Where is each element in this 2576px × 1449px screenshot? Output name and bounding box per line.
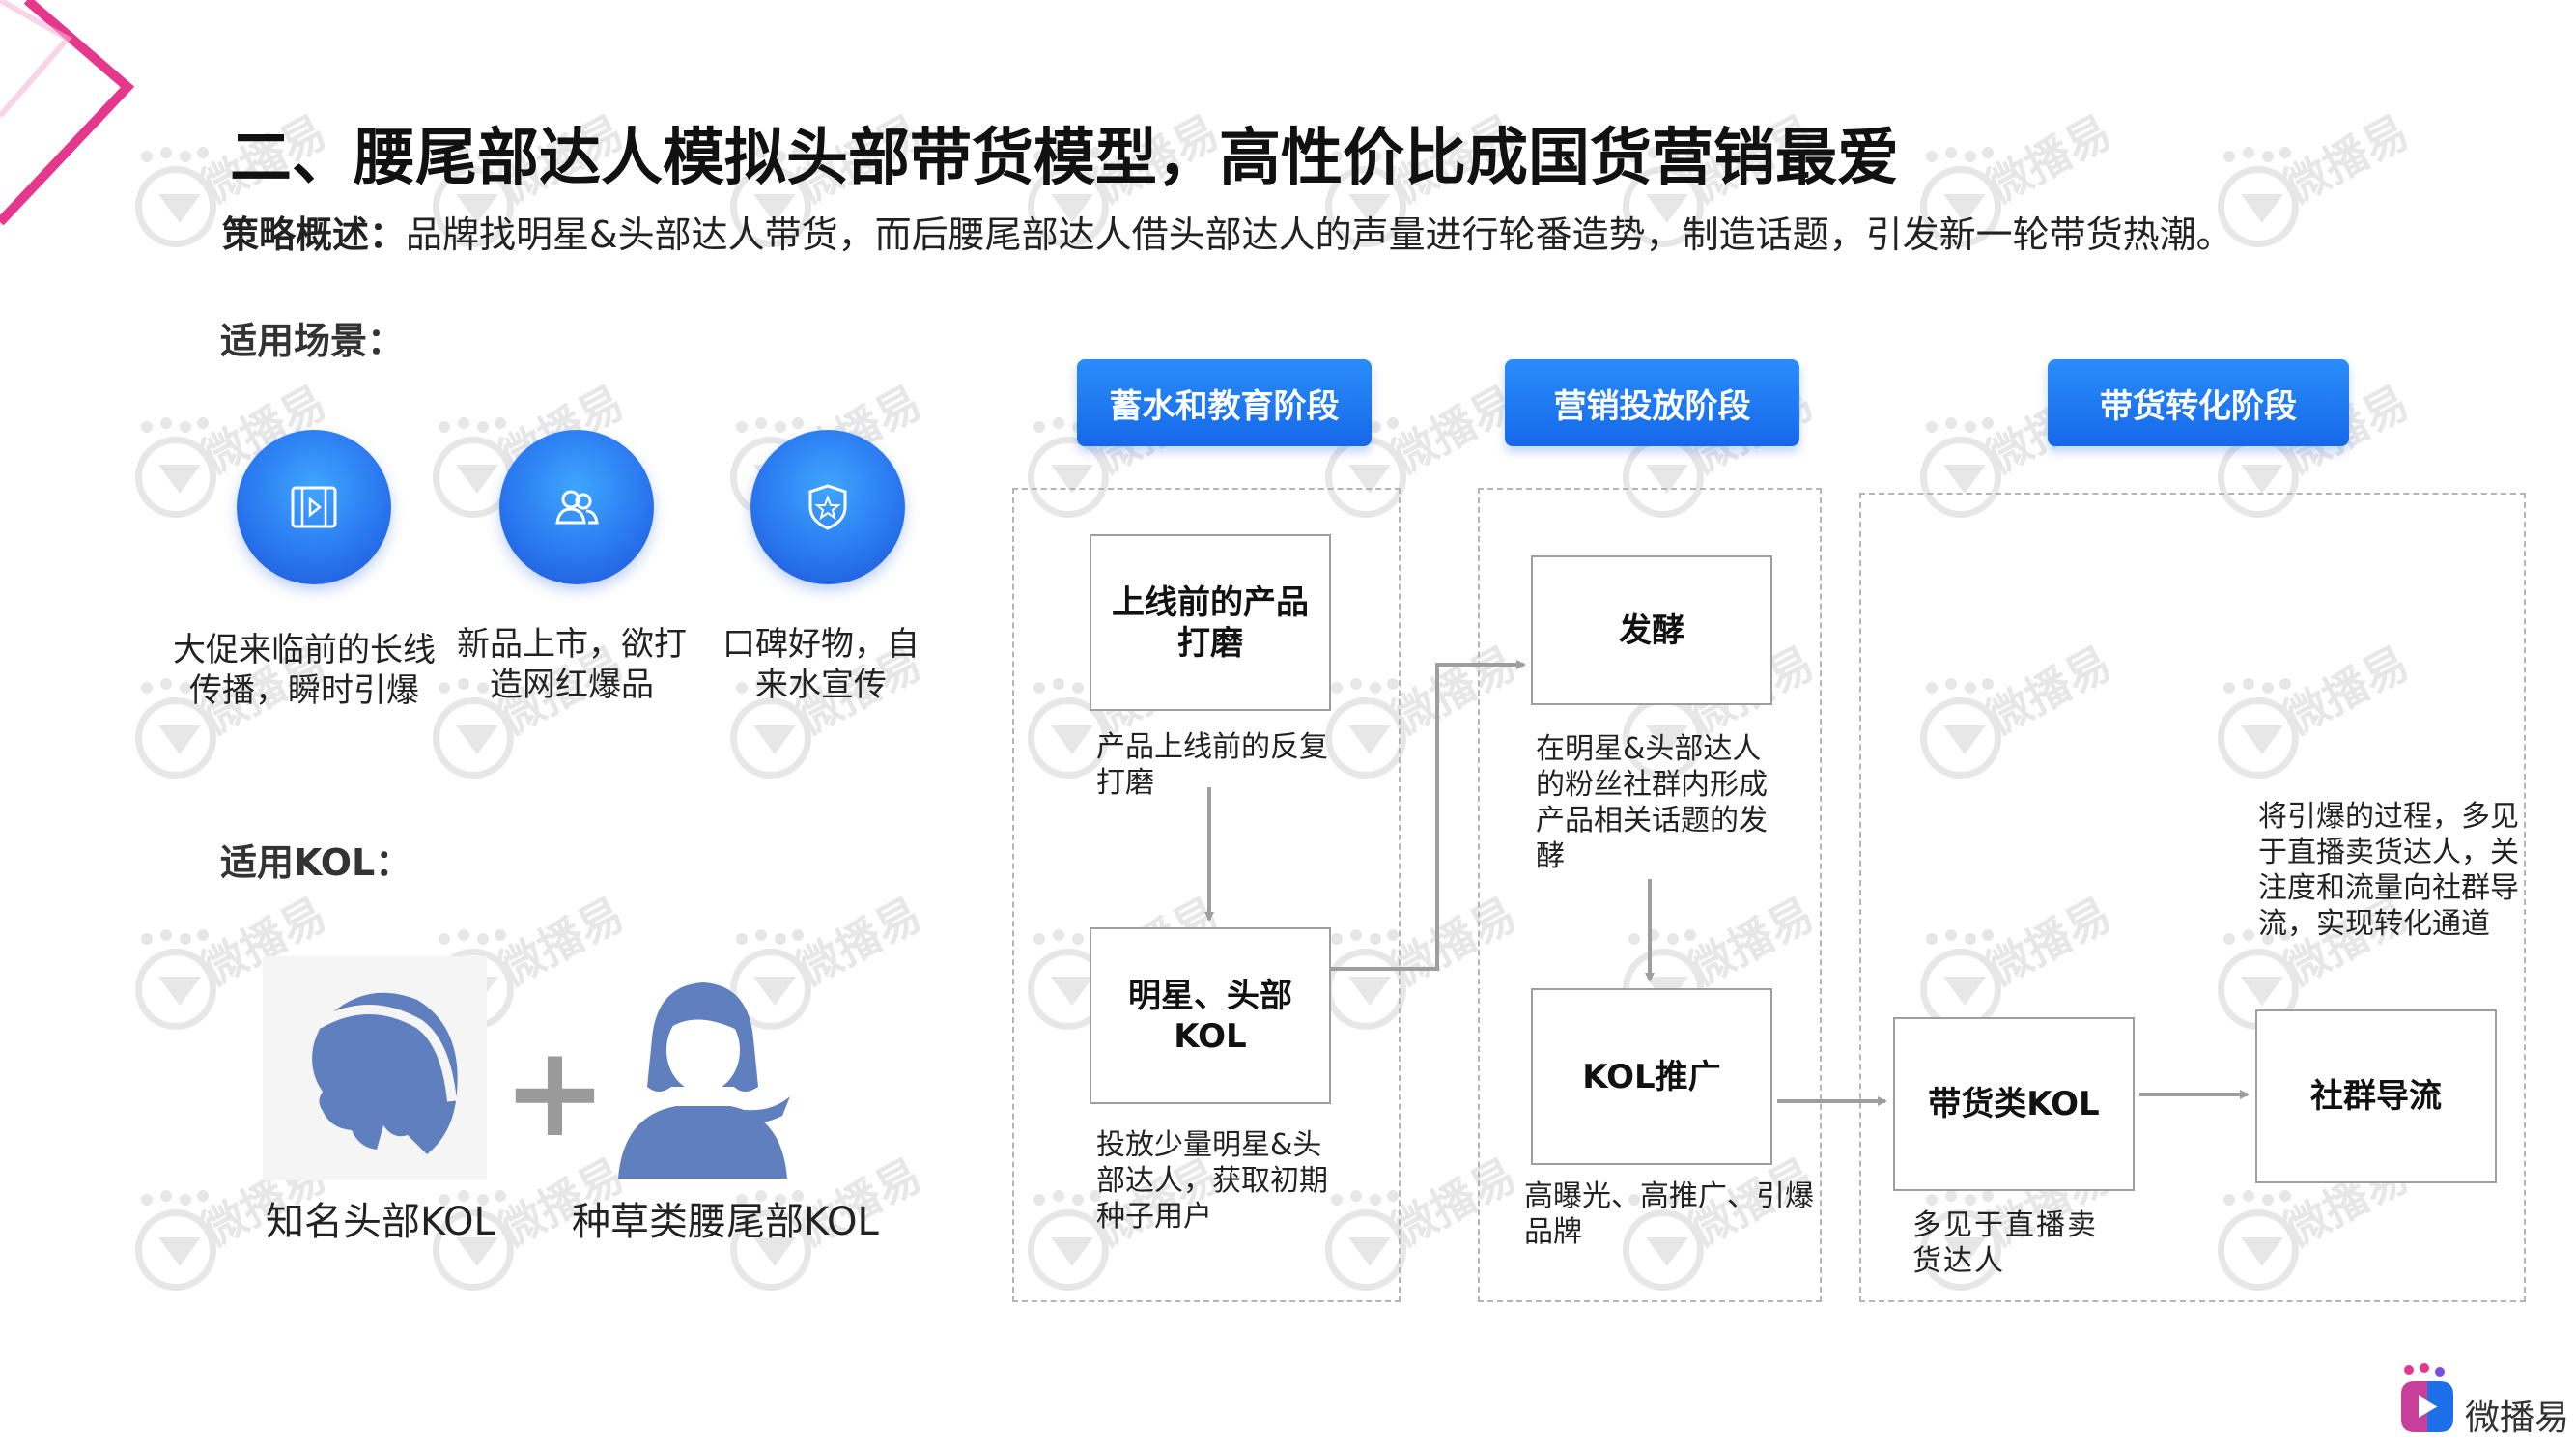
stage-badge-2: 营销投放阶段 [1505,359,1799,446]
node-product-polish: 上线前的产品打磨 [1090,534,1331,711]
node-ferment: 发酵 [1531,555,1772,705]
tail-kol-image [599,971,802,1183]
node-sales-kol-label: 带货类KOL [1928,1085,2100,1123]
node-kol-promo-label: KOL推广 [1582,1057,1721,1096]
node-community-label: 社群导流 [2310,1077,2442,1116]
kol-label: 适用KOL： [220,841,412,884]
video-icon [291,486,337,528]
stage-container-2 [1478,488,1822,1302]
arrow-star-to-ferment [1331,660,1526,971]
node-star-kol-label: 明星、头部KOL [1128,976,1292,1056]
logo-icon [2401,1363,2453,1432]
node-ferment-label: 发酵 [1619,611,1684,650]
node-kol-promo: KOL推广 [1531,988,1772,1165]
stage-container-1 [1012,488,1401,1302]
head-kol-caption: 知名头部KOL [266,1200,495,1244]
strategy-summary-label: 策略概述： [222,213,407,256]
strategy-summary: 策略概述：品牌找明星&头部达人带货，而后腰尾部达人借头部达人的声量进行轮番造势，… [222,205,2233,258]
node-star-kol: 明星、头部KOL [1090,927,1331,1104]
brand-logo: 微播易 [2395,1362,2569,1439]
node-community-desc: 将引爆的过程，多见于直播卖货达人，关注度和流量向社群导流，实现转化通道 [2258,800,2519,941]
woman-person-icon [618,982,790,1179]
scene-text-2: 新品上市，欲打造网红爆品 [457,625,687,704]
tail-kol-caption: 种草类腰尾部KOL [572,1200,879,1244]
scenes-label: 适用场景： [220,320,405,362]
chevron-decoration [0,0,135,226]
node-product-polish-label: 上线前的产品打磨 [1112,582,1309,663]
profile-head-icon [312,992,458,1154]
scene-circle-1 [237,430,391,584]
node-community: 社群导流 [2255,1009,2497,1183]
scene-circle-3 [750,430,905,584]
plus-sign: + [502,1018,608,1165]
logo-text: 微播易 [2465,1398,2570,1437]
node-ferment-desc: 在明星&头部达人的粉丝社群内形成产品相关话题的发酵 [1536,732,1768,873]
stage-badge-1: 蓄水和教育阶段 [1077,359,1372,446]
shield-star-icon [808,484,847,530]
stage-badge-3: 带货转化阶段 [2048,359,2349,446]
page-title: 二、腰尾部达人模拟头部带货模型，高性价比成国货营销最爱 [230,123,1899,194]
node-star-kol-desc: 投放少量明星&头部达人，获取初期种子用户 [1096,1128,1328,1234]
scene-text-1: 大促来临前的长线传播，瞬时引爆 [173,631,436,710]
group-icon [555,490,599,525]
scene-circle-2 [499,430,654,584]
stage-container-3 [1859,493,2526,1302]
strategy-summary-text: 品牌找明星&头部达人带货，而后腰尾部达人借头部达人的声量进行轮番造势，制造话题，… [406,213,2233,256]
node-sales-kol-desc: 多见于直播卖货达人 [1912,1208,2098,1278]
scene-text-3: 口碑好物，自来水宣传 [722,625,920,704]
node-kol-promo-desc: 高曝光、高推广、引爆品牌 [1524,1179,1814,1249]
node-product-polish-desc: 产品上线前的反复打磨 [1096,730,1328,800]
node-sales-kol: 带货类KOL [1893,1017,2135,1191]
head-kol-image [263,956,487,1180]
